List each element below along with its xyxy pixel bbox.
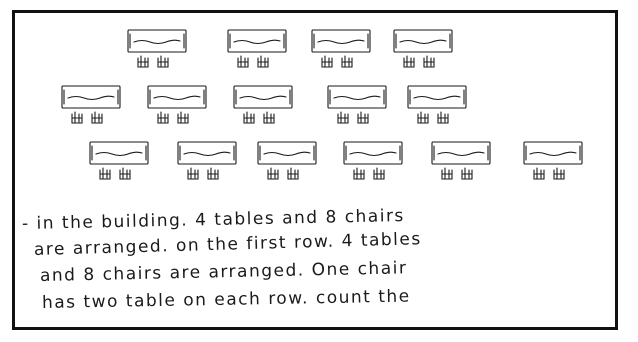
chair [438, 112, 448, 123]
table-with-chairs [258, 142, 316, 179]
table-with-chairs [394, 30, 452, 67]
chair [158, 112, 168, 123]
chair [178, 112, 188, 123]
chair [534, 168, 544, 179]
table-with-chairs [128, 30, 186, 67]
table-with-chairs [178, 142, 236, 179]
chair [374, 168, 384, 179]
chair [358, 112, 368, 123]
table-line [350, 152, 396, 155]
chair [404, 56, 414, 67]
chair [138, 56, 148, 67]
table-with-chairs [228, 30, 286, 67]
chair [288, 168, 298, 179]
table-line [96, 152, 142, 155]
table-with-chairs [432, 142, 490, 179]
table-line [264, 152, 310, 155]
table-with-chairs [62, 86, 120, 123]
chair [264, 112, 274, 123]
table-line [318, 40, 364, 43]
chair [418, 112, 428, 123]
chair [268, 168, 278, 179]
table-with-chairs [312, 30, 370, 67]
chair [244, 112, 254, 123]
chair [92, 112, 102, 123]
table-line [438, 152, 484, 155]
chair [342, 56, 352, 67]
table-with-chairs [328, 86, 386, 123]
table-with-chairs [148, 86, 206, 123]
chair [442, 168, 452, 179]
chair [424, 56, 434, 67]
chair [72, 112, 82, 123]
table-line [240, 96, 286, 99]
table-line [234, 40, 280, 43]
table-with-chairs [90, 142, 148, 179]
chair [258, 56, 268, 67]
table-with-chairs [234, 86, 292, 123]
chair [338, 112, 348, 123]
chair [238, 56, 248, 67]
chair [120, 168, 130, 179]
chair [322, 56, 332, 67]
chair [208, 168, 218, 179]
table-line [334, 96, 380, 99]
chair [188, 168, 198, 179]
chair [354, 168, 364, 179]
table-with-chairs [524, 142, 582, 179]
table-with-chairs [344, 142, 402, 179]
table-line [184, 152, 230, 155]
table-line [530, 152, 576, 155]
table-with-chairs [408, 86, 466, 123]
table-line [134, 40, 180, 43]
table-line [154, 96, 200, 99]
chair [554, 168, 564, 179]
table-line [400, 40, 446, 43]
chair [462, 168, 472, 179]
table-line [68, 96, 114, 99]
chair [158, 56, 168, 67]
chair [100, 168, 110, 179]
table-line [414, 96, 460, 99]
